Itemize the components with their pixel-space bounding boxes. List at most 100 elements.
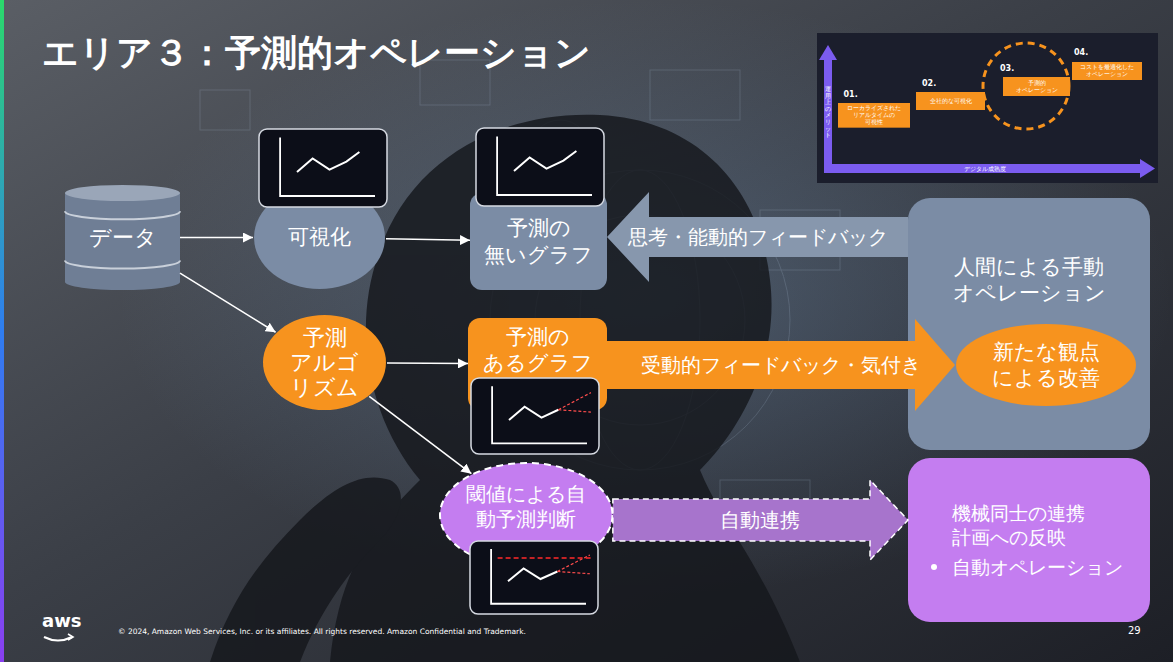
step-number-holder: 03. xyxy=(1000,64,1014,73)
x-axis-bar xyxy=(824,164,1142,173)
y-axis-head xyxy=(819,45,837,60)
block-arrow xyxy=(607,192,908,282)
tech-panel xyxy=(720,480,810,540)
text-stack: 機械同士の連携 計画への反映自動オペレーション xyxy=(928,502,1123,579)
slide-label: 29 xyxy=(1128,625,1141,638)
cylinder-top xyxy=(65,185,180,201)
text-stack: 予測の 無いグラフ xyxy=(481,215,596,268)
text-stack: 予測 アルゴ リズム xyxy=(285,325,365,401)
edge-label-holder: 自動連携 xyxy=(720,508,800,533)
icon-trend xyxy=(297,152,359,172)
icon-axes xyxy=(492,386,587,443)
database-cylinder: データ xyxy=(65,185,180,290)
step-number: 03. xyxy=(1000,64,1014,73)
aws-smile xyxy=(44,637,72,641)
text-stack: 予測的 オペレーション xyxy=(1012,80,1062,94)
decision-ellipse: 閾値による自 動予測判断 xyxy=(439,462,614,568)
bullet-row: 自動オペレーション xyxy=(928,556,1123,580)
flow-arrow xyxy=(386,239,470,241)
label-holder: aws xyxy=(42,610,82,633)
step-number: 04. xyxy=(1074,48,1088,57)
flow-arrow xyxy=(369,396,471,473)
label-holder: 29 xyxy=(1128,625,1141,638)
icon-forecast xyxy=(558,393,591,410)
box-fill xyxy=(908,458,1150,622)
chart-icon xyxy=(258,128,388,208)
icon-frame xyxy=(259,129,387,207)
text-stack: データ xyxy=(89,224,157,252)
box-fill xyxy=(838,103,910,128)
tech-panel xyxy=(200,90,250,130)
process-circle: 可視化 xyxy=(253,185,386,290)
slide-label: aws xyxy=(42,610,82,633)
slide-label: デジタル成熟度 xyxy=(964,165,1006,173)
box-fill xyxy=(916,92,985,110)
label-holder: 運用上のメリット xyxy=(825,86,831,139)
icon-forecast xyxy=(557,572,590,574)
node-text: 予測の あるグラフ xyxy=(480,324,595,377)
node-text: 機械同士の連携 計画への反映 xyxy=(952,502,1102,550)
node-text: ローカライズされた リアルタイムの 可視性 xyxy=(844,105,904,126)
edge-label: 思考・能動的フィードバック xyxy=(628,225,888,250)
node-text: 予測の 無いグラフ xyxy=(481,215,596,268)
graph-box-outline xyxy=(470,193,607,290)
node-text: 閾値による自 動予測判断 xyxy=(461,482,591,532)
icon-frame xyxy=(471,378,599,454)
icon-trend xyxy=(514,151,576,171)
icon-trend xyxy=(509,407,558,420)
graph-box: 予測の あるグラフ xyxy=(468,318,607,410)
box-fill xyxy=(908,198,1150,450)
icon-frame xyxy=(476,128,604,206)
node-text: 予測 アルゴ リズム xyxy=(285,325,365,401)
node-text: 可視化 xyxy=(288,224,351,250)
chart-icon xyxy=(475,127,605,207)
chart-icon xyxy=(470,377,600,455)
step-number: 02. xyxy=(922,79,936,88)
tech-panel xyxy=(650,70,740,120)
step-number-holder: 01. xyxy=(844,90,858,99)
chart-icon xyxy=(469,540,599,615)
cylinder-band xyxy=(65,211,180,219)
node-text: データ xyxy=(89,224,157,252)
node-text: 新たな観点 による改善 xyxy=(986,339,1106,392)
cylinder-band xyxy=(65,261,180,269)
text-stack: ローカライズされた リアルタイムの 可視性 xyxy=(844,105,904,126)
edge-label-holder: 受動的フィードバック・気付き xyxy=(641,353,921,378)
text-stack: 閾値による自 動予測判断 xyxy=(461,482,591,532)
text-stack: 新たな観点 による改善 xyxy=(986,339,1106,392)
step-box: 予測的 オペレーション03. xyxy=(1003,77,1070,96)
text-stack: 予測の あるグラフ xyxy=(480,324,595,377)
box-fill xyxy=(470,193,607,290)
edge-label: 自動連携 xyxy=(720,508,800,533)
flow-arrow xyxy=(180,237,253,239)
box-fill xyxy=(1072,62,1142,80)
icon-frame xyxy=(470,541,598,614)
axis-label: 運用上のメリット xyxy=(825,86,831,139)
automation-panel: 機械同士の連携 計画への反映自動オペレーション xyxy=(908,458,1150,622)
block-arrow xyxy=(613,480,908,560)
icon-trend xyxy=(508,569,557,582)
step-box: 全社的な可視化02. xyxy=(916,92,985,110)
focus-circle xyxy=(983,43,1069,129)
step-box: ローカライズされた リアルタイムの 可視性01. xyxy=(838,103,910,128)
text-stack: 全社的な可視化 xyxy=(930,98,972,105)
thumbnail-frame xyxy=(817,33,1158,183)
node-text: 人間による手動 オペレーション xyxy=(949,254,1109,307)
node-text: 全社的な可視化 xyxy=(930,98,972,105)
slide-label: © 2024, Amazon Web Services, Inc. or its… xyxy=(118,627,526,636)
algorithm-ellipse: 予測 アルゴ リズム xyxy=(262,314,387,411)
title-holder: エリア３：予測的オペレーション xyxy=(42,30,591,75)
label-holder: © 2024, Amazon Web Services, Inc. or its… xyxy=(118,627,526,636)
icon-threshold xyxy=(497,557,592,559)
node-text: コストを最適化した オペレーション xyxy=(1078,64,1136,78)
aws-smile-tip xyxy=(68,634,73,640)
block-arrow xyxy=(607,319,955,411)
edge-label-holder: 思考・能動的フィードバック xyxy=(628,225,888,250)
icon-axes xyxy=(280,138,375,196)
ellipse-fill xyxy=(263,315,386,410)
improvement-ellipse: 新たな観点 による改善 xyxy=(955,323,1137,407)
step-number-holder: 02. xyxy=(922,79,936,88)
